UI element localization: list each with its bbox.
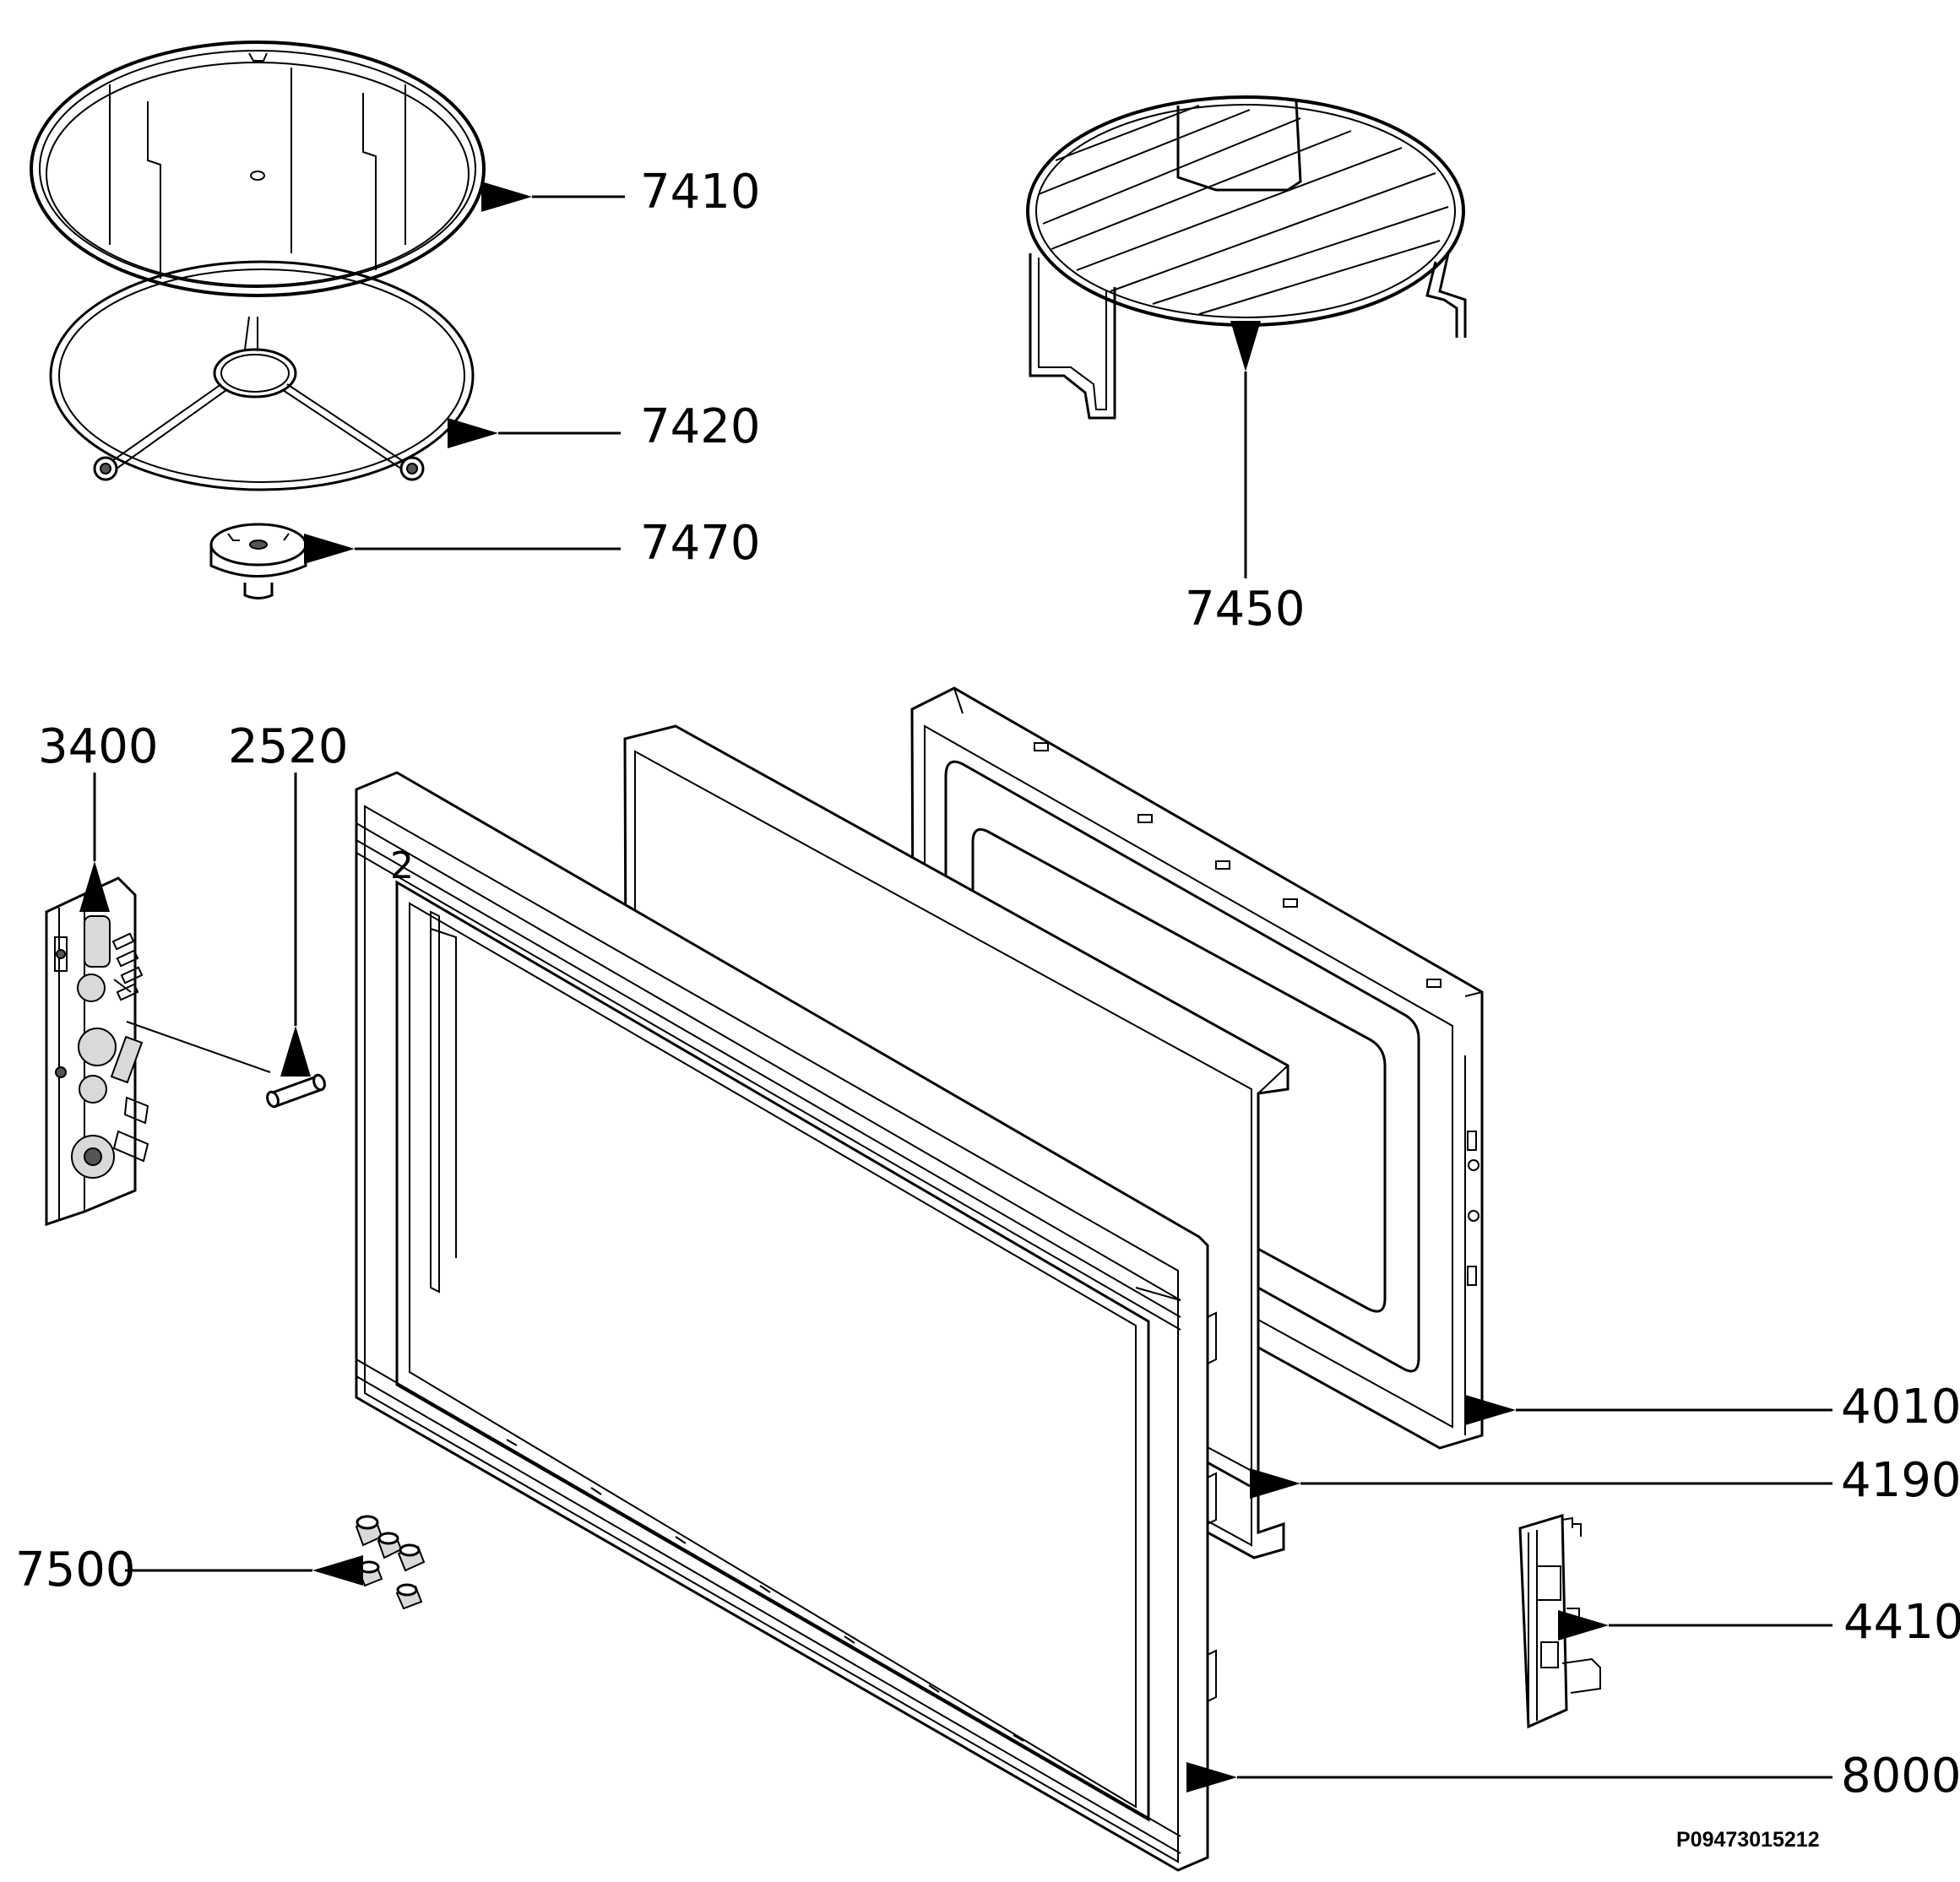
roller-ring — [49, 260, 475, 491]
label-4010: 4010 — [1841, 1380, 1960, 1435]
grill-rack — [1026, 95, 1467, 420]
door-feet-set — [355, 1515, 426, 1610]
control-switch-unit — [45, 876, 271, 1227]
label-7410: 7410 — [640, 165, 761, 220]
fuse — [266, 1073, 326, 1109]
label-7470: 7470 — [640, 516, 761, 571]
drawing-code: P09473015212 — [1676, 1828, 1820, 1852]
label-7450: 7450 — [1185, 582, 1306, 637]
frame-marker: 2 — [390, 844, 414, 887]
part-labels: 7410 7420 7470 7450 3400 2520 4010 4190 … — [15, 165, 1960, 1852]
turntable-coupler — [209, 523, 307, 599]
label-8000: 8000 — [1841, 1749, 1960, 1803]
label-4410: 4410 — [1843, 1595, 1960, 1650]
label-7420: 7420 — [640, 399, 761, 454]
turntable-glass-plate — [30, 41, 486, 297]
label-7500: 7500 — [15, 1543, 136, 1597]
label-2520: 2520 — [228, 719, 349, 774]
label-3400: 3400 — [38, 719, 159, 774]
label-4190: 4190 — [1841, 1453, 1960, 1508]
door-frame — [355, 771, 1217, 1872]
leader-lines — [79, 182, 1832, 1793]
door-hook-latch — [1518, 1513, 1601, 1729]
